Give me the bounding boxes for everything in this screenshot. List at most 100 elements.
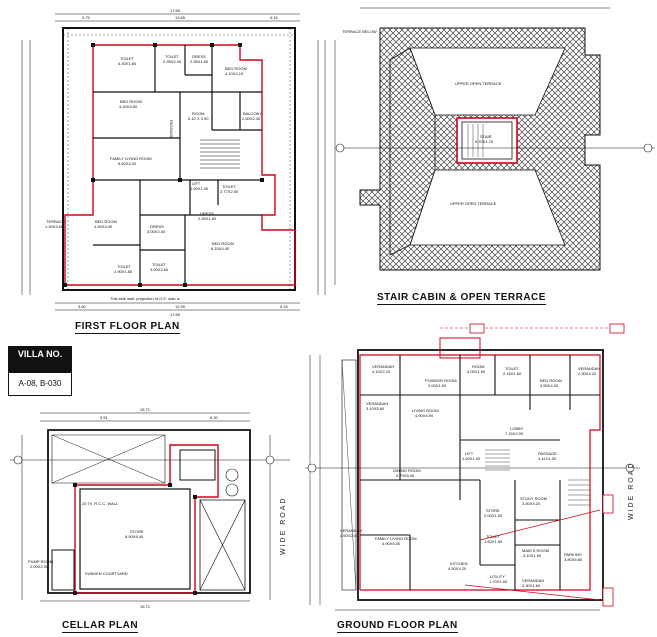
svg-text:TOILET: TOILET: [165, 54, 179, 59]
svg-text:0.15: 0.15: [280, 304, 289, 309]
svg-text:STORE: STORE: [486, 508, 500, 513]
villa-number-box: VILLA NO. A-08, B-030: [8, 346, 72, 396]
svg-text:9.51: 9.51: [100, 415, 109, 420]
cellar-road-label: WIDE ROAD: [280, 496, 287, 555]
svg-text:PASSAGE: PASSAGE: [169, 120, 174, 139]
svg-text:POWDER ROOM: POWDER ROOM: [425, 378, 457, 383]
svg-text:This side wall, projection of: This side wall, projection of G.E. slab …: [110, 296, 180, 301]
svg-text:3.60: 3.60: [78, 304, 87, 309]
terrace-plan: UPPER OPEN TERRACE UPPER OPEN TERRACE TE…: [330, 0, 657, 310]
svg-text:2.60X2.00: 2.60X2.00: [340, 533, 359, 538]
svg-text:BALCONY: BALCONY: [243, 111, 262, 116]
svg-text:VERANDAH: VERANDAH: [340, 528, 362, 533]
svg-text:5.10 X 3.90: 5.10 X 3.90: [188, 116, 209, 121]
svg-text:BED ROOM: BED ROOM: [212, 241, 234, 246]
svg-text:2.35X1.60: 2.35X1.60: [190, 59, 209, 64]
svg-text:TOILET: TOILET: [505, 366, 519, 371]
svg-text:3.50X4.20: 3.50X4.20: [522, 501, 541, 506]
svg-text:PARKING: PARKING: [564, 552, 582, 557]
svg-text:1.60X1.90: 1.60X1.90: [462, 456, 481, 461]
svg-text:15.71: 15.71: [140, 604, 151, 609]
svg-text:1.60X1.90: 1.60X1.90: [190, 186, 209, 191]
svg-text:13.65: 13.65: [175, 15, 186, 20]
ground-road-label: WIDE ROAD: [628, 461, 635, 520]
svg-text:3.00X2.40: 3.00X2.40: [147, 229, 166, 234]
svg-text:3.75: 3.75: [82, 15, 91, 20]
svg-text:12.90: 12.90: [175, 304, 186, 309]
svg-text:2.60X2.40: 2.60X2.40: [242, 116, 261, 121]
svg-text:4.90X4.90: 4.90X4.90: [415, 413, 434, 418]
terrace-title: STAIR CABIN & OPEN TERRACE: [377, 292, 546, 305]
svg-text:DRESS: DRESS: [200, 211, 214, 216]
svg-text:17.65: 17.65: [170, 8, 181, 13]
svg-text:ROOM: ROOM: [472, 364, 484, 369]
svg-text:2.00X2.00: 2.00X2.00: [30, 564, 49, 569]
svg-text:1.70X1.60: 1.70X1.60: [489, 579, 508, 584]
cellar-plan: STORE 8.90X8.40 PUMP ROOM 2.00X2.00 SUNK…: [0, 405, 300, 637]
svg-text:4.90X5.00: 4.90X5.00: [382, 541, 401, 546]
svg-text:1.30X3.60: 1.30X3.60: [45, 224, 64, 229]
ground-floor-title: GROUND FLOOR PLAN: [337, 620, 458, 633]
svg-text:15.71: 15.71: [140, 407, 151, 412]
svg-text:TERRACE: TERRACE: [46, 219, 65, 224]
svg-text:STORE: STORE: [130, 529, 144, 534]
svg-text:TOILET: TOILET: [222, 184, 236, 189]
svg-text:4.10X2.15: 4.10X2.15: [372, 369, 391, 374]
svg-text:4.20X4.80: 4.20X4.80: [119, 104, 138, 109]
svg-text:LOBBY: LOBBY: [510, 426, 524, 431]
svg-text:2.90X1.80: 2.90X1.80: [114, 269, 133, 274]
svg-text:DINING ROOM: DINING ROOM: [393, 468, 421, 473]
svg-text:2.15X1.60: 2.15X1.60: [503, 371, 522, 376]
svg-text:25 Th. R.C.C. WALL: 25 Th. R.C.C. WALL: [82, 501, 119, 506]
svg-text:5.70X5.40: 5.70X5.40: [396, 473, 415, 478]
svg-text:1.41X1.30: 1.41X1.30: [538, 456, 557, 461]
svg-text:BED ROOM: BED ROOM: [225, 66, 247, 71]
svg-text:VERANDAH: VERANDAH: [366, 401, 388, 406]
svg-text:3.00X2.60: 3.00X2.60: [150, 267, 169, 272]
svg-text:2.55X1.60: 2.55X1.60: [198, 216, 217, 221]
svg-text:VERANDAH: VERANDAH: [372, 364, 394, 369]
svg-text:BED ROOM: BED ROOM: [95, 219, 117, 224]
svg-text:DRESS: DRESS: [150, 224, 164, 229]
svg-text:1.60X1.60: 1.60X1.60: [484, 539, 503, 544]
svg-text:8.90X8.40: 8.90X8.40: [125, 534, 144, 539]
svg-text:4.50X4.20: 4.50X4.20: [540, 383, 559, 388]
svg-text:2.00X1.60: 2.00X1.60: [428, 383, 447, 388]
svg-text:2.77X2.00: 2.77X2.00: [220, 189, 239, 194]
svg-text:KITCHEN: KITCHEN: [450, 561, 468, 566]
svg-text:LIVING ROOM: LIVING ROOM: [412, 408, 439, 413]
villa-heading: VILLA NO.: [9, 347, 71, 373]
svg-text:MAID'S ROOM: MAID'S ROOM: [522, 548, 549, 553]
svg-text:6.10X4.40: 6.10X4.40: [211, 246, 230, 251]
svg-text:SUNKEN COURTYARD: SUNKEN COURTYARD: [85, 571, 128, 576]
svg-text:5.70X1.70: 5.70X1.70: [475, 139, 494, 144]
svg-text:DRESS: DRESS: [192, 54, 206, 59]
cellar-title: CELLAR PLAN: [62, 620, 139, 633]
svg-text:7.15X2.00: 7.15X2.00: [505, 431, 524, 436]
svg-text:0.15: 0.15: [270, 15, 279, 20]
svg-text:TOILET: TOILET: [486, 534, 500, 539]
svg-text:LIFT: LIFT: [465, 451, 474, 456]
svg-text:4.50X4.20: 4.50X4.20: [448, 566, 467, 571]
svg-text:LIFT: LIFT: [192, 181, 201, 186]
svg-text:TOILET: TOILET: [152, 262, 166, 267]
svg-text:17.65: 17.65: [170, 312, 181, 317]
svg-text:2.00X1.60: 2.00X1.60: [484, 513, 503, 518]
svg-text:PASSAGE: PASSAGE: [538, 451, 557, 456]
svg-text:3.10X1.60: 3.10X1.60: [523, 553, 542, 558]
svg-text:FAMILY LIVING ROOM: FAMILY LIVING ROOM: [110, 156, 152, 161]
svg-text:STUDY ROOM: STUDY ROOM: [520, 496, 547, 501]
villa-number: A-08, B-030: [18, 379, 62, 388]
svg-text:TOILET: TOILET: [120, 56, 134, 61]
svg-text:ROOM: ROOM: [192, 111, 204, 116]
svg-text:PUMP ROOM: PUMP ROOM: [28, 559, 53, 564]
first-floor-title: FIRST FLOOR PLAN: [75, 321, 180, 334]
svg-text:UPPER OPEN TERRACE: UPPER OPEN TERRACE: [455, 81, 502, 86]
svg-text:4.50X4.40: 4.50X4.40: [94, 224, 113, 229]
svg-text:3.80X6.80: 3.80X6.80: [564, 557, 583, 562]
svg-text:FAMILY LIVING ROOM: FAMILY LIVING ROOM: [375, 536, 417, 541]
